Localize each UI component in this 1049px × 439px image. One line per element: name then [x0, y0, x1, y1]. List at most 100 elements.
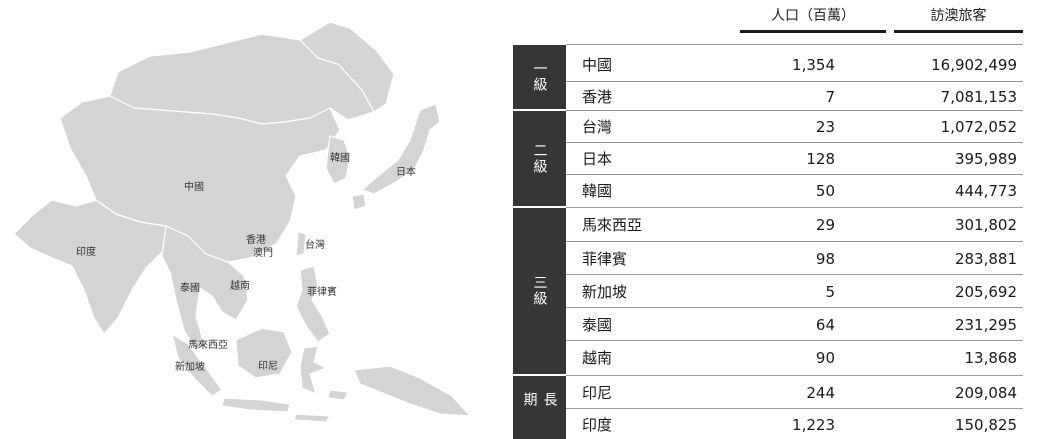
map-label-taiwan: 台灣: [305, 240, 325, 251]
map-label-hongkong: 香港: [246, 235, 266, 246]
visitors-value: 150,825: [954, 416, 1017, 434]
country-name: 泰國: [582, 316, 613, 334]
visitors-value: 205,692: [954, 283, 1017, 301]
tier-label: 三級: [531, 275, 548, 307]
visitors-value: 16,902,499: [931, 56, 1017, 74]
population-value: 23: [815, 118, 835, 136]
col-header-population-underline: [740, 30, 886, 33]
row-divider: [566, 142, 1023, 143]
tier-block-4: 長期: [513, 376, 566, 439]
map-label-macau: 澳門: [253, 248, 273, 259]
table-row: 越南 90 13,868: [566, 345, 1049, 371]
map-label-china: 中國: [184, 182, 204, 193]
map-label-thailand: 泰國: [180, 283, 200, 294]
visitors-value: 301,802: [954, 216, 1017, 234]
map-region-sumatra: [171, 333, 223, 397]
table-row: 台灣 23 1,072,052: [566, 114, 1049, 140]
map-label-india: 印度: [76, 247, 96, 258]
tier-label: 一級: [531, 61, 548, 93]
population-value: 244: [806, 384, 835, 402]
map-label-malaysia: 馬來西亞: [188, 340, 228, 351]
population-value: 29: [815, 216, 835, 234]
map-label-indonesia: 印尼: [258, 361, 278, 372]
row-divider: [566, 274, 1023, 275]
row-divider: [566, 307, 1023, 308]
country-name: 印度: [582, 416, 613, 434]
map-region-japan: [361, 103, 441, 195]
row-divider: [566, 174, 1023, 175]
population-value: 7: [825, 88, 835, 106]
map-region-indochina: [161, 225, 249, 351]
row-divider: [566, 81, 1023, 82]
country-name: 越南: [582, 349, 613, 367]
map-region-japan-south: [351, 193, 367, 211]
map-region-islands-2: [293, 413, 331, 423]
table-row: 香港 7 7,081,153: [566, 84, 1049, 110]
population-value: 98: [815, 250, 835, 268]
country-name: 新加坡: [582, 283, 628, 301]
population-value: 1,354: [792, 56, 835, 74]
country-name: 香港: [582, 88, 613, 106]
row-divider: [566, 340, 1023, 341]
visitors-value: 13,868: [964, 349, 1018, 367]
population-value: 50: [815, 182, 835, 200]
map-region-sulawesi: [299, 345, 327, 395]
map-label-singapore: 新加坡: [175, 362, 205, 373]
map-label-japan: 日本: [396, 167, 416, 178]
map-region-philippines: [295, 265, 331, 343]
tier-label: 長期: [521, 391, 558, 408]
population-value: 5: [825, 283, 835, 301]
map-region-korea: [325, 135, 351, 185]
population-value: 128: [806, 150, 835, 168]
population-value: 90: [815, 349, 835, 367]
table-row: 馬來西亞 29 301,802: [566, 212, 1049, 238]
row-divider: [566, 408, 1023, 409]
country-name: 韓國: [582, 182, 613, 200]
tier-block-2: 二級: [513, 111, 566, 206]
row-divider: [566, 207, 1023, 208]
country-name: 印尼: [582, 384, 613, 402]
map-label-vietnam: 越南: [230, 281, 250, 292]
row-divider: [566, 241, 1023, 242]
country-name: 台灣: [582, 118, 613, 136]
row-divider: [566, 110, 1023, 111]
visitors-value: 7,081,153: [940, 88, 1017, 106]
table-row: 日本 128 395,989: [566, 146, 1049, 172]
table-row: 泰國 64 231,295: [566, 312, 1049, 338]
tier-block-1: 一級: [513, 45, 566, 109]
table-row: 韓國 50 444,773: [566, 178, 1049, 204]
row-divider: [566, 375, 1023, 376]
map-region-borneo: [235, 327, 293, 379]
col-header-population: 人口（百萬）: [771, 8, 855, 24]
map-region-newguinea: [353, 365, 471, 417]
map-border-himalaya: [75, 199, 167, 227]
asia-map-graphic: [13, 21, 471, 423]
visitors-value: 283,881: [954, 250, 1017, 268]
map-region-islands: [327, 389, 349, 401]
table-row: 菲律賓 98 283,881: [566, 246, 1049, 272]
map-label-philippines: 菲律賓: [307, 287, 337, 298]
table-row: 新加坡 5 205,692: [566, 279, 1049, 305]
table-row: 印尼 244 209,084: [566, 380, 1049, 406]
visitors-value: 1,072,052: [940, 118, 1017, 136]
table-top-rule: [566, 44, 1023, 45]
map-region-russia-east: [299, 21, 395, 113]
map-region-taiwan: [295, 231, 307, 257]
population-value: 1,223: [792, 416, 835, 434]
table-row: 中國 1,354 16,902,499: [566, 52, 1049, 78]
col-header-visitors-underline: [894, 30, 1023, 33]
tier-label: 二級: [531, 142, 548, 175]
table-row: 印度 1,223 150,825: [566, 412, 1049, 438]
asia-map: 中國 韓國 日本 印度 香港 澳門 台灣 泰國 越南 菲律賓 馬來西亞 新加坡 …: [0, 0, 500, 439]
map-label-korea: 韓國: [330, 153, 350, 164]
visitors-value: 444,773: [954, 182, 1017, 200]
country-name: 日本: [582, 150, 613, 168]
map-region-java: [221, 397, 291, 413]
visitors-value: 395,989: [954, 150, 1017, 168]
visitors-value: 231,295: [954, 316, 1017, 334]
col-header-visitors: 訪澳旅客: [930, 8, 987, 24]
country-name: 中國: [582, 56, 613, 74]
population-value: 64: [815, 316, 835, 334]
country-name: 菲律賓: [582, 250, 628, 268]
